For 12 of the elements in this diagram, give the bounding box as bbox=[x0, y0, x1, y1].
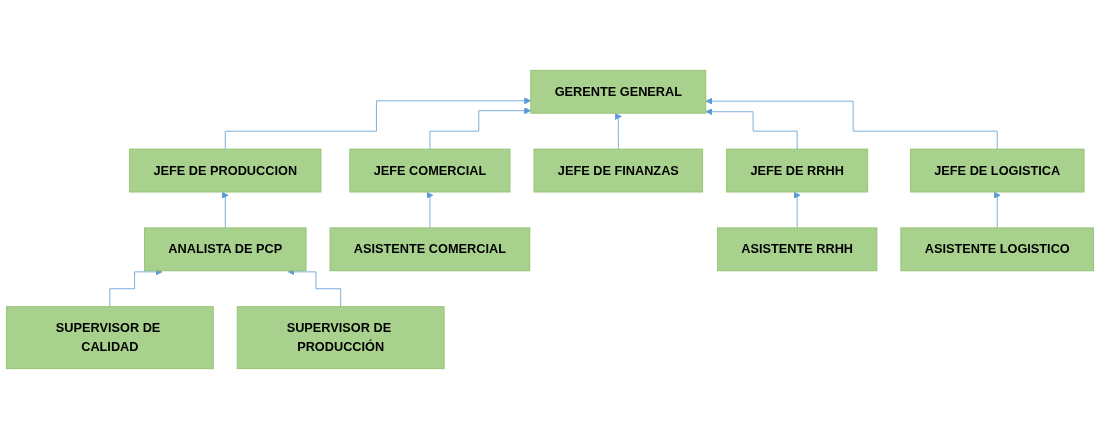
node-box: ASISTENTE LOGISTICO bbox=[900, 227, 1095, 272]
node-box: JEFE DE RRHH bbox=[726, 148, 869, 193]
node-box: JEFE DE LOGISTICA bbox=[909, 148, 1085, 193]
node-box: SUPERVISOR DE PRODUCCIÓN bbox=[236, 306, 445, 370]
node-box: ANALISTA DE PCP bbox=[144, 227, 307, 272]
node-box: ASISTENTE COMERCIAL bbox=[329, 227, 531, 272]
node-box: ASISTENTE RRHH bbox=[717, 227, 878, 272]
node-box: SUPERVISOR DE CALIDAD bbox=[5, 306, 214, 370]
node-box: JEFE COMERCIAL bbox=[349, 148, 511, 193]
node-box: JEFE DE PRODUCCION bbox=[129, 148, 322, 193]
node-box: JEFE DE FINANZAS bbox=[533, 148, 704, 193]
node-box: GERENTE GENERAL bbox=[530, 69, 707, 114]
